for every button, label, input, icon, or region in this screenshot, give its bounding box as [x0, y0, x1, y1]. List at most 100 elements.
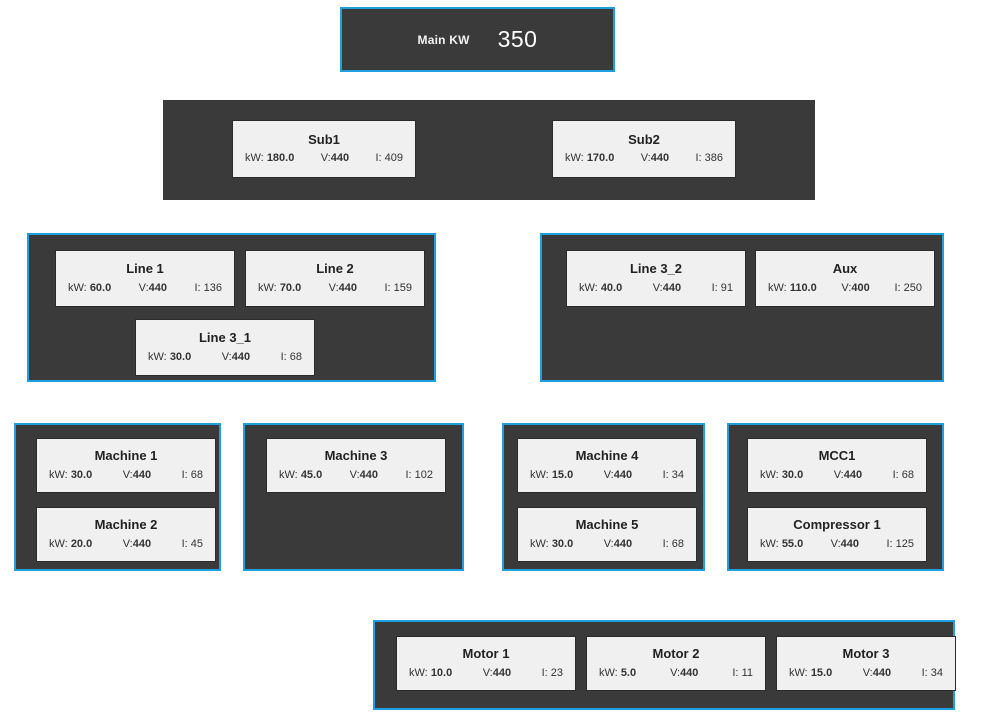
line-group-left: Line 1 kW: 60.0 V:440 I: 136 Line 2 kW: …: [27, 233, 436, 382]
node-title: Line 2: [316, 261, 354, 277]
metric-kw: kW: 15.0: [789, 666, 833, 679]
node-title: Machine 3: [324, 448, 388, 464]
metric-kw: kW: 55.0: [760, 537, 804, 550]
metric-current: I: 91: [711, 281, 733, 294]
node-metrics: kW: 5.0 V:440 I: 11: [597, 667, 755, 679]
machine-group-a: Machine 1 kW: 30.0 V:440 I: 68 Machine 2…: [14, 423, 221, 571]
metric-voltage: V:400: [841, 281, 870, 294]
metric-kw: kW: 180.0: [245, 152, 295, 165]
node-metrics: kW: 15.0 V:440 I: 34: [528, 469, 686, 481]
metric-current: I: 34: [921, 666, 943, 679]
metric-kw: kW: 5.0: [599, 666, 637, 679]
node-metrics: kW: 20.0 V:440 I: 45: [47, 538, 205, 550]
node-metrics: kW: 45.0 V:440 I: 102: [277, 469, 435, 481]
metric-current: I: 68: [892, 468, 914, 481]
node-card-machine-4[interactable]: Machine 4 kW: 15.0 V:440 I: 34: [517, 438, 697, 493]
metric-voltage: V:440: [652, 281, 682, 294]
node-metrics: kW: 55.0 V:440 I: 125: [758, 538, 916, 550]
node-title: Machine 1: [94, 448, 158, 464]
metric-current: I: 68: [181, 468, 203, 481]
line-group-right: Line 3_2 kW: 40.0 V:440 I: 91 Aux kW: 11…: [540, 233, 944, 382]
metric-kw: kW: 10.0: [409, 666, 453, 679]
node-metrics: kW: 60.0 V:440 I: 136: [66, 282, 224, 294]
metric-current: I: 68: [662, 537, 684, 550]
metric-kw: kW: 40.0: [579, 281, 623, 294]
node-title: Line 1: [126, 261, 164, 277]
metric-kw: kW: 70.0: [258, 281, 302, 294]
metric-voltage: V:440: [328, 281, 358, 294]
motor-group: Motor 1 kW: 10.0 V:440 I: 23 Motor 2 kW:…: [373, 620, 956, 710]
metric-current: I: 409: [375, 152, 403, 165]
node-card-motor-3[interactable]: Motor 3 kW: 15.0 V:440 I: 34: [776, 636, 956, 691]
node-card-sub2[interactable]: Sub2 kW: 170.0 V:440 I: 386: [552, 120, 736, 178]
node-metrics: kW: 30.0 V:440 I: 68: [528, 538, 686, 550]
node-title: Line 3_1: [198, 330, 252, 346]
metric-voltage: V:440: [833, 468, 863, 481]
metric-kw: kW: 170.0: [565, 152, 615, 165]
node-metrics: kW: 30.0 V:440 I: 68: [146, 351, 304, 363]
node-metrics: kW: 15.0 V:440 I: 34: [787, 667, 945, 679]
node-metrics: kW: 40.0 V:440 I: 91: [577, 282, 735, 294]
metric-voltage: V:440: [603, 468, 633, 481]
node-card-machine-2[interactable]: Machine 2 kW: 20.0 V:440 I: 45: [36, 507, 216, 562]
metric-current: I: 45: [181, 537, 203, 550]
metric-voltage: V:440: [138, 281, 168, 294]
metric-kw: kW: 20.0: [49, 537, 93, 550]
node-card-compressor-1[interactable]: Compressor 1 kW: 55.0 V:440 I: 125: [747, 507, 927, 562]
node-title: Machine 5: [575, 517, 639, 533]
node-card-motor-1[interactable]: Motor 1 kW: 10.0 V:440 I: 23: [396, 636, 576, 691]
metric-current: I: 125: [886, 537, 914, 550]
node-card-machine-1[interactable]: Machine 1 kW: 30.0 V:440 I: 68: [36, 438, 216, 493]
node-card-machine-3[interactable]: Machine 3 kW: 45.0 V:440 I: 102: [266, 438, 446, 493]
substation-group: Sub1 kW: 180.0 V:440 I: 409 Sub2 kW: 170…: [163, 100, 815, 200]
node-card-line-1[interactable]: Line 1 kW: 60.0 V:440 I: 136: [55, 250, 235, 307]
node-title: Sub1: [308, 131, 340, 147]
machine-group-b: Machine 3 kW: 45.0 V:440 I: 102: [243, 423, 464, 571]
node-card-line-3-2[interactable]: Line 3_2 kW: 40.0 V:440 I: 91: [566, 250, 746, 307]
metric-kw: kW: 110.0: [768, 281, 817, 294]
metric-kw: kW: 30.0: [530, 537, 574, 550]
node-title: Motor 1: [462, 646, 510, 662]
metric-current: I: 102: [405, 468, 433, 481]
metric-current: I: 34: [662, 468, 684, 481]
metric-voltage: V:440: [830, 537, 860, 550]
node-card-machine-5[interactable]: Machine 5 kW: 30.0 V:440 I: 68: [517, 507, 697, 562]
node-metrics: kW: 170.0 V:440 I: 386: [563, 152, 725, 164]
metric-current: I: 159: [384, 281, 412, 294]
node-card-sub1[interactable]: Sub1 kW: 180.0 V:440 I: 409: [232, 120, 416, 178]
metric-current: I: 11: [732, 666, 753, 679]
node-card-aux[interactable]: Aux kW: 110.0 V:400 I: 250: [755, 250, 935, 307]
metric-voltage: V:440: [640, 152, 670, 165]
node-card-motor-2[interactable]: Motor 2 kW: 5.0 V:440 I: 11: [586, 636, 766, 691]
machine-group-c: Machine 4 kW: 15.0 V:440 I: 34 Machine 5…: [502, 423, 705, 571]
node-title: Compressor 1: [793, 517, 881, 533]
metric-current: I: 250: [894, 281, 922, 294]
metric-current: I: 136: [194, 281, 222, 294]
node-metrics: kW: 110.0 V:400 I: 250: [766, 282, 924, 294]
node-title: Motor 3: [842, 646, 890, 662]
node-card-line-2[interactable]: Line 2 kW: 70.0 V:440 I: 159: [245, 250, 425, 307]
machine-group-d: MCC1 kW: 30.0 V:440 I: 68 Compressor 1 k…: [727, 423, 944, 571]
metric-voltage: V:440: [122, 537, 152, 550]
node-card-line-3-1[interactable]: Line 3_1 kW: 30.0 V:440 I: 68: [135, 319, 315, 376]
metric-current: I: 386: [695, 152, 723, 165]
node-title: Sub2: [628, 131, 660, 147]
main-kw-panel[interactable]: Main KW 350: [340, 7, 615, 72]
metric-voltage: V:440: [670, 666, 699, 679]
node-title: Motor 2: [652, 646, 700, 662]
metric-voltage: V:440: [122, 468, 152, 481]
metric-voltage: V:440: [603, 537, 633, 550]
metric-kw: kW: 15.0: [530, 468, 574, 481]
metric-kw: kW: 60.0: [68, 281, 112, 294]
node-title: Line 3_2: [629, 261, 683, 277]
node-metrics: kW: 30.0 V:440 I: 68: [758, 469, 916, 481]
metric-kw: kW: 30.0: [760, 468, 804, 481]
metric-current: I: 23: [541, 666, 563, 679]
node-title: Machine 2: [94, 517, 158, 533]
metric-voltage: V:440: [320, 152, 350, 165]
main-kw-label: Main KW: [417, 32, 470, 47]
node-card-mcc1[interactable]: MCC1 kW: 30.0 V:440 I: 68: [747, 438, 927, 493]
metric-kw: kW: 30.0: [148, 350, 192, 363]
metric-voltage: V:440: [862, 666, 892, 679]
